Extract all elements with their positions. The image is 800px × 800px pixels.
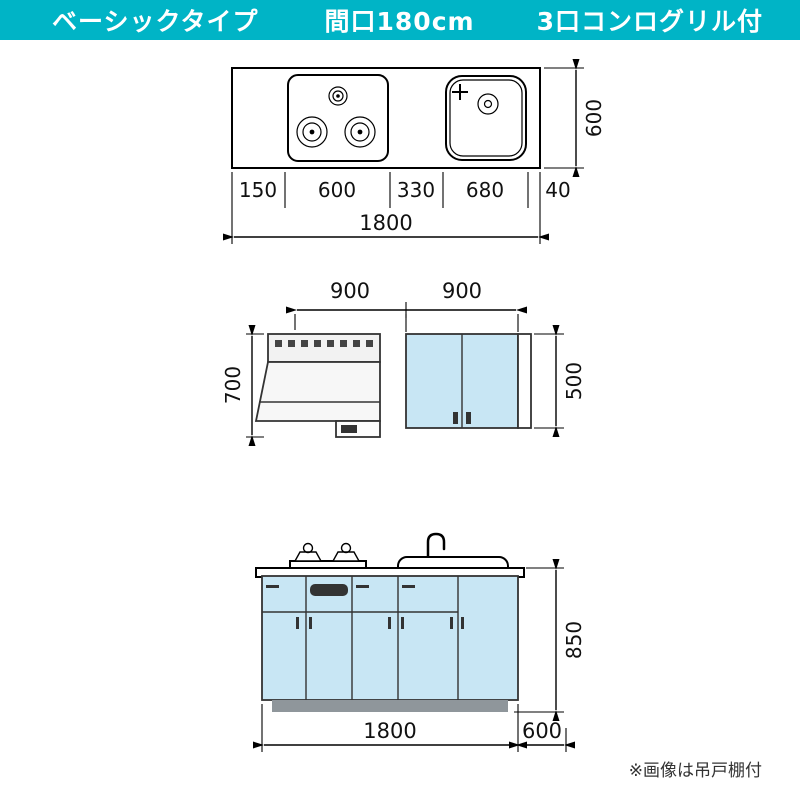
hood-vent-slits [275,340,373,347]
header-type-label: ベーシックタイプ [52,7,259,36]
faucet-cross-icon [452,84,468,100]
door-handle [388,617,391,629]
plan-total-width-label: 1800 [359,211,412,235]
plan-sink [445,75,527,161]
header-width-label: 間口180cm [324,7,475,36]
hood-duct [267,333,381,363]
hood-height-dimension: 700 [221,325,264,446]
range-hood [254,333,381,438]
door-handle [296,617,299,629]
hood-width-label: 900 [330,279,370,303]
drain-icon [477,93,499,115]
header-bar: ベーシックタイプ 間口180cm 3口コンログリル付 [0,0,800,40]
wall-cabinet-height-label: 500 [562,362,586,400]
footnote: ※画像は吊戸棚付 [629,761,762,781]
hood-canopy [254,361,381,422]
faucet-icon [426,532,446,559]
front-cooktop [289,542,367,569]
sink-outline [445,75,527,161]
plan-segment-dimensions: 150 600 330 680 40 [231,172,571,244]
lower-elevation: 850 1800 600 [253,532,586,752]
grill-window [310,584,348,596]
door-handle [309,617,312,629]
upper-width-dimensions: 900 900 [286,279,527,332]
plan-view: 600 150 600 330 680 40 1800 [223,59,606,244]
plan-seg-label-1: 150 [239,178,277,202]
hood-height-label: 700 [221,366,245,404]
wall-cabinet [405,333,532,429]
plan-seg-label-5: 40 [545,178,570,202]
base-depth-label: 600 [522,719,562,743]
door-handle [453,412,458,424]
plan-cooktop [287,74,389,162]
counter-height-label: 850 [562,621,586,659]
burner-icon [293,542,323,562]
counter-height-dimension: 850 [514,559,586,721]
upper-elevation: 900 900 [221,279,586,446]
bottom-dimensions: 1800 600 [253,704,575,752]
wall-cabinet-width-label: 900 [442,279,482,303]
base-cabinet-front [261,575,519,701]
drawer-handle [402,585,415,588]
burner-icon [344,116,376,148]
cooktop-base [289,560,367,569]
plan-depth-label: 600 [582,99,606,137]
sink-inner-rim [449,79,523,157]
drawer-handle [356,585,369,588]
door-handle [466,412,471,424]
wall-cabinet-side-panel [517,333,532,429]
kitchen-diagram: 600 150 600 330 680 40 1800 900 900 [221,59,762,781]
hood-display [341,425,357,433]
door-handle [461,617,464,629]
base-cabinet [261,575,519,712]
header-burner-label: 3口コンログリル付 [536,7,763,36]
toe-kick [272,700,508,712]
burner-icon [328,86,348,106]
plan-seg-label-3: 330 [397,178,435,202]
base-total-width-label: 1800 [363,719,416,743]
plan-depth-dimension: 600 [544,59,606,177]
plan-seg-label-4: 680 [466,178,504,202]
cooktop-outline [287,74,389,162]
burner-icon [331,542,361,562]
plan-seg-label-2: 600 [318,178,356,202]
wall-cabinet-height-dimension: 500 [534,325,586,437]
door-handle [401,617,404,629]
drawer-handle [266,585,279,588]
plan-total-width-dimension: 1800 [223,211,549,241]
door-handle [450,617,453,629]
burner-icon [296,116,328,148]
